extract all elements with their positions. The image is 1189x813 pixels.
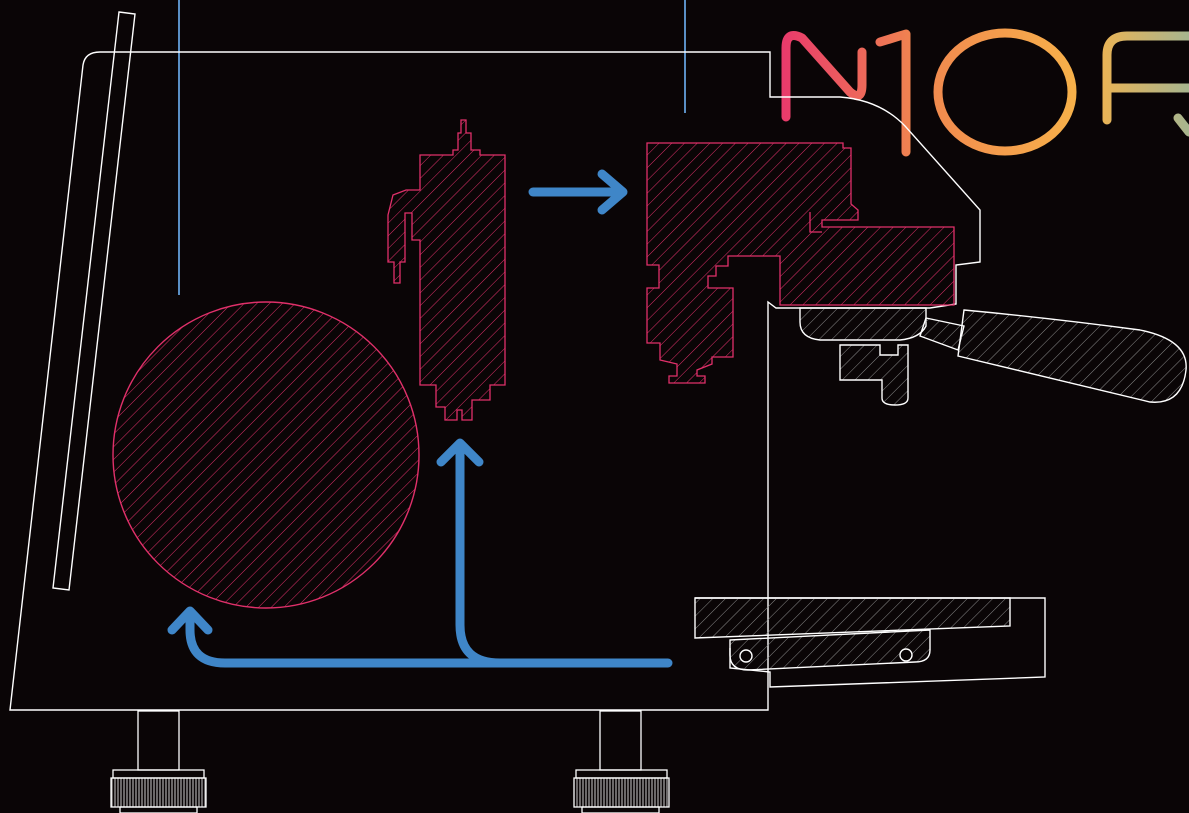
boiler — [113, 302, 419, 608]
flow-arrow-tray-to-pump — [460, 446, 520, 663]
brand-logo — [786, 33, 1189, 152]
portafilter — [800, 308, 1186, 405]
foot-left — [111, 711, 206, 813]
drip-tray — [695, 598, 1045, 687]
pump — [388, 120, 505, 420]
foot-right — [574, 711, 669, 813]
flow-arrow-tray-to-boiler — [190, 614, 668, 663]
